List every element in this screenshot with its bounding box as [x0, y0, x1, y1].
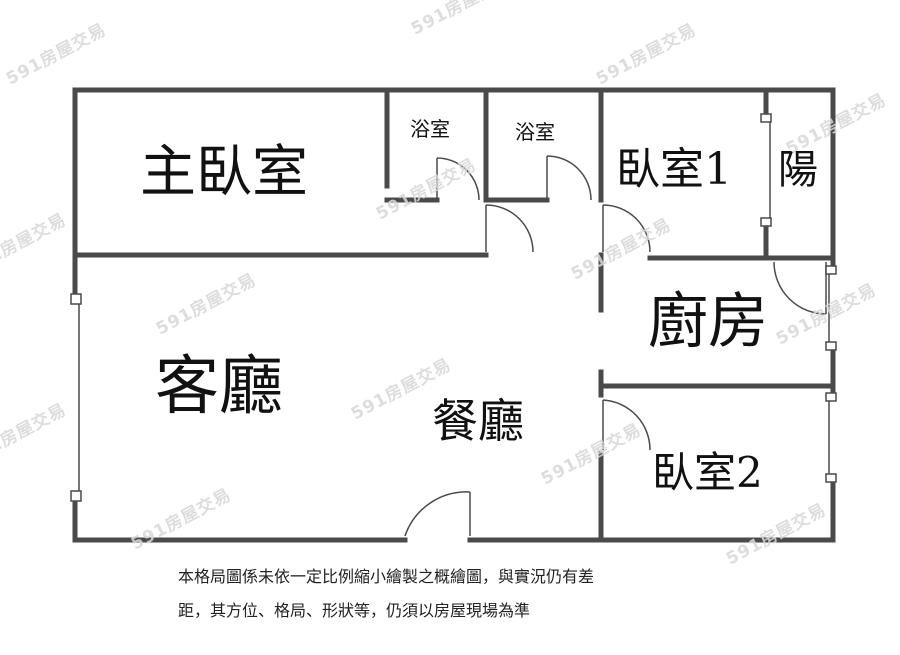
bath2-door-arc	[546, 155, 592, 201]
window-jamb	[825, 341, 837, 351]
bedroom1-door-arc	[602, 204, 651, 253]
window-jamb	[70, 293, 82, 305]
master-door-arc	[485, 204, 534, 253]
window-jamb	[825, 392, 837, 402]
master-bedroom-label: 主臥室	[140, 140, 308, 205]
bedroom-2-label: 臥室2	[652, 448, 763, 497]
bathroom-2-label: 浴室	[515, 120, 555, 144]
window-jamb	[760, 113, 772, 123]
window-jamb	[825, 473, 837, 483]
kitchen-label: 廚房	[648, 287, 768, 357]
bedroom2-door-arc	[602, 399, 651, 451]
window-jamb	[760, 217, 772, 227]
disclaimer-line-2: 距，其方位、格局、形狀等，仍須以房屋現場為準	[178, 601, 531, 620]
dining-room-label: 餐廳	[432, 394, 524, 448]
window-jamb	[70, 490, 82, 502]
disclaimer-line-1: 本格局圖係未依一定比例縮小繪製之概繪圖，與實況仍有差	[178, 567, 595, 586]
living-room-label: 客廳	[155, 350, 283, 424]
balcony-door-arc	[773, 261, 827, 315]
window-jamb	[825, 265, 837, 275]
bathroom-1-label: 浴室	[410, 117, 450, 141]
balcony-label: 陽	[778, 147, 818, 193]
entry-door-arc	[404, 491, 471, 537]
bedroom-1-label: 臥室1	[616, 144, 732, 195]
bath1-door-arc	[436, 157, 480, 201]
